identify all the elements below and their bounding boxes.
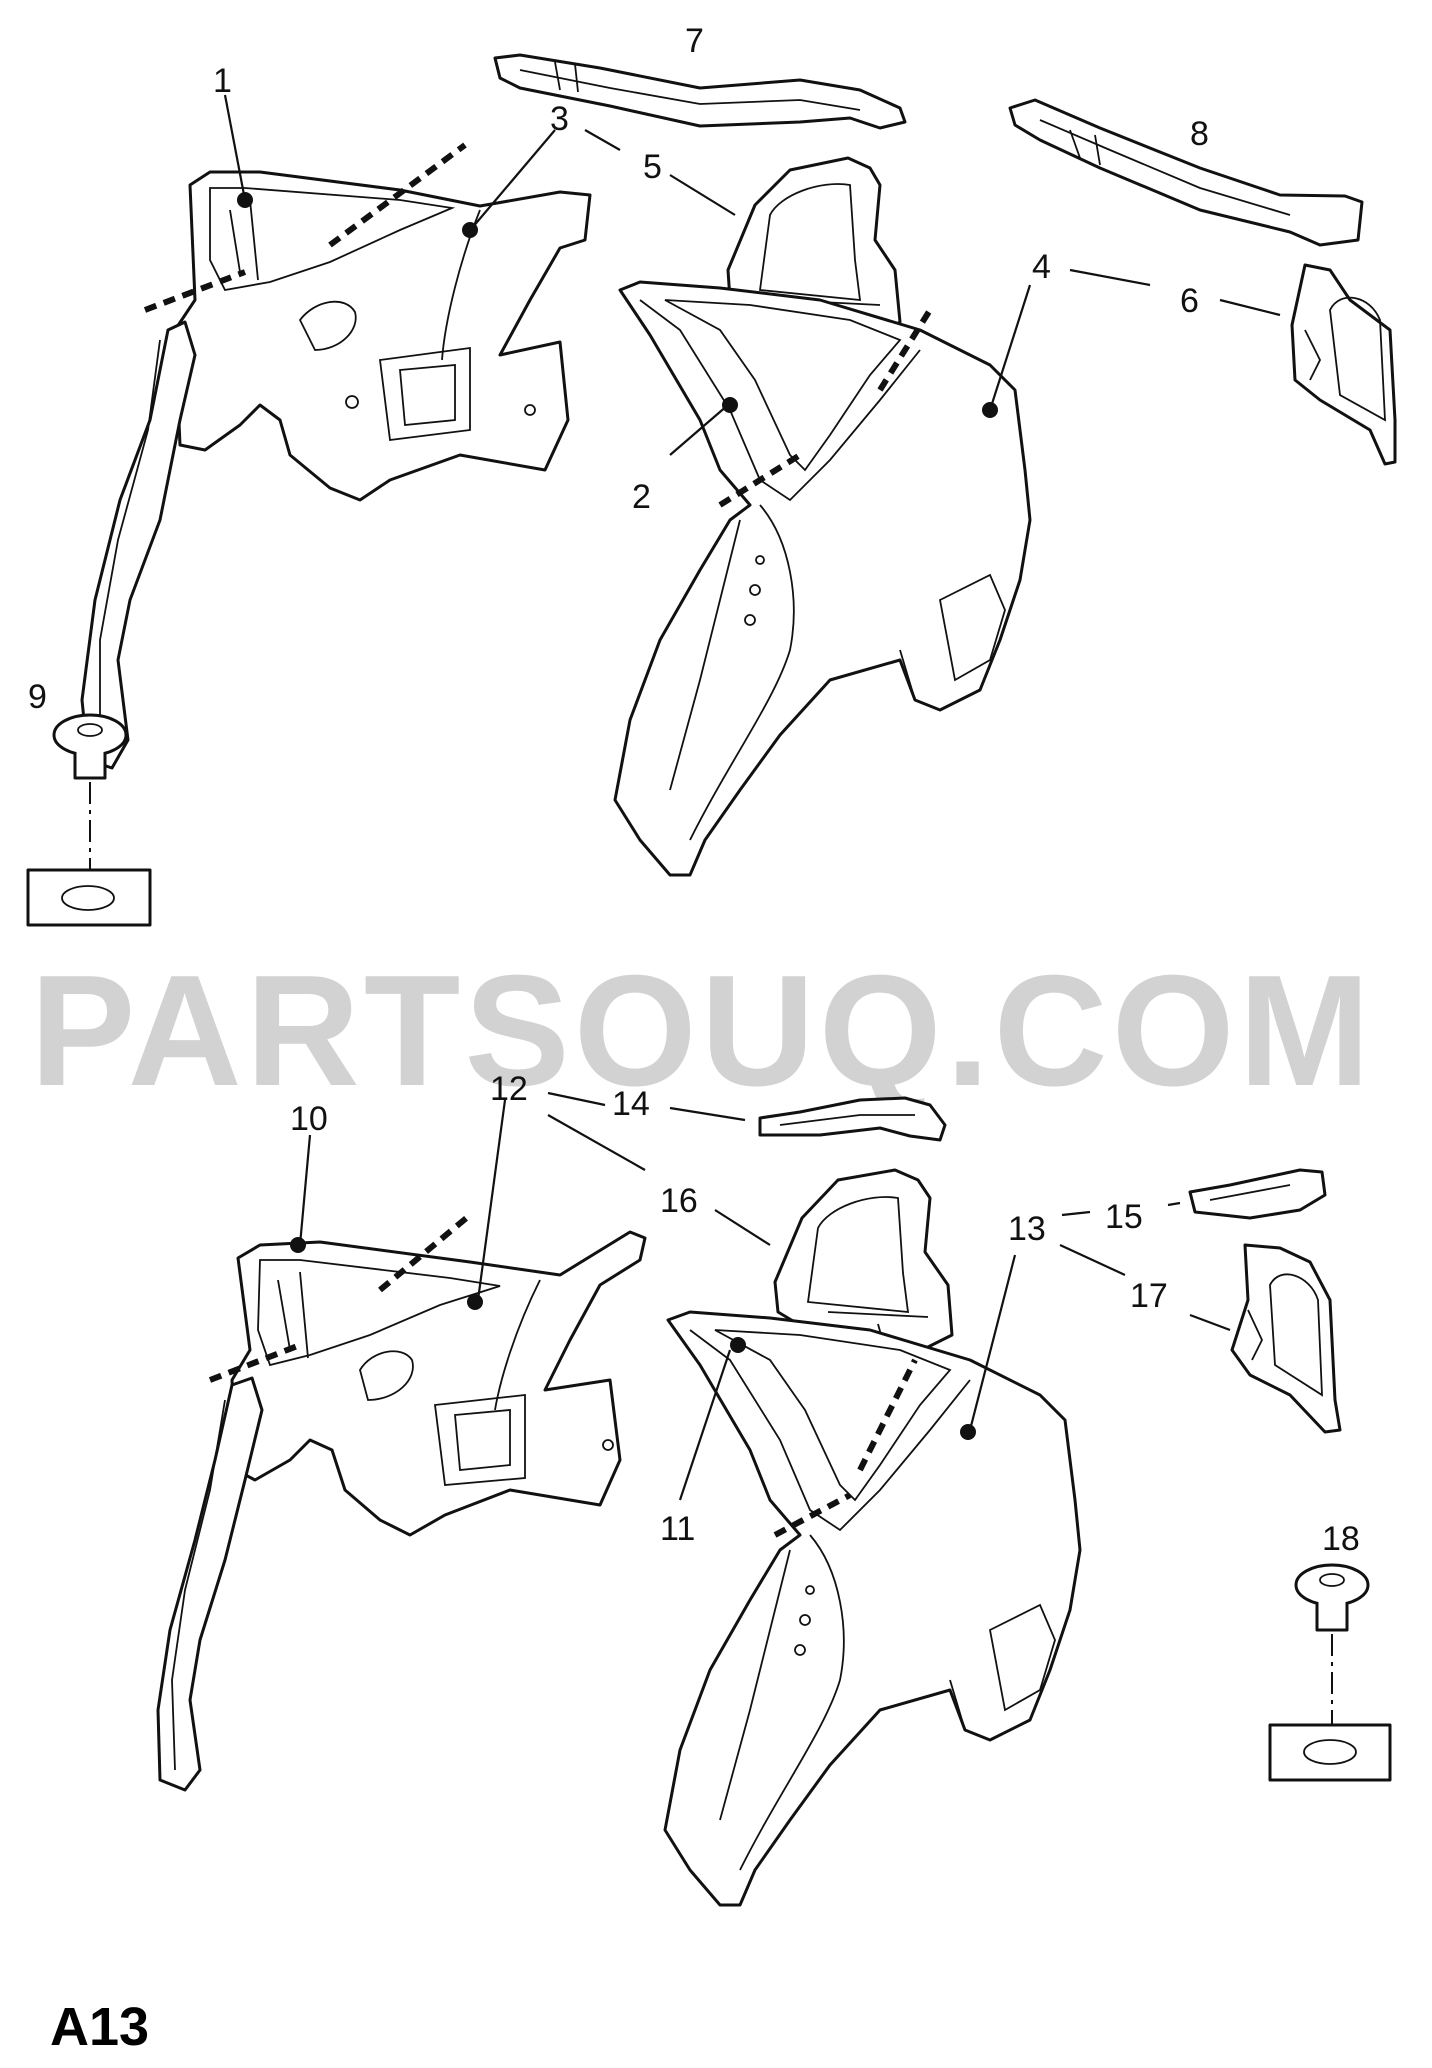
callout-5: 5 (643, 148, 662, 186)
part-11-13-outer-panel (663, 1310, 1082, 1907)
callout-7: 7 (685, 22, 704, 60)
callout-18: 18 (1322, 1520, 1360, 1558)
callout-8: 8 (1190, 115, 1209, 153)
callout-12: 12 (490, 1070, 528, 1108)
callout-4: 4 (1032, 248, 1051, 286)
part-15-rail (1188, 1168, 1327, 1220)
callout-10: 10 (290, 1100, 328, 1138)
part-7-rail (493, 53, 907, 130)
part-8-rail (1008, 98, 1364, 247)
callout-9: 9 (28, 678, 47, 716)
callout-3: 3 (550, 100, 569, 138)
part-left-pillar (80, 320, 197, 770)
callout-13: 13 (1008, 1210, 1046, 1248)
part-17-bracket (1230, 1243, 1342, 1434)
callout-17: 17 (1130, 1277, 1168, 1315)
callout-6: 6 (1180, 282, 1199, 320)
callout-1: 1 (213, 62, 232, 100)
part-lower-left-pillar (156, 1376, 264, 1792)
bottom-leader-lines (298, 1091, 1231, 1501)
part-6-bracket (1290, 263, 1397, 466)
callout-16: 16 (660, 1182, 698, 1220)
callout-11: 11 (660, 1510, 695, 1548)
part-14-rail (758, 1096, 947, 1142)
part-10-12-inner-panel (208, 1212, 647, 1537)
part-18-clip (1268, 1563, 1392, 1782)
page-label: A13 (50, 1997, 149, 2057)
callout-2: 2 (632, 478, 651, 516)
part-2-4-outer-panel (613, 280, 1032, 877)
watermark-text: PARTSOUQ.COM (30, 943, 1374, 1119)
top-leader-lines (223, 94, 1281, 456)
callout-15: 15 (1105, 1198, 1143, 1236)
part-9-clip (26, 713, 152, 927)
part-1-3-inner-panel (143, 142, 592, 502)
callout-14: 14 (612, 1085, 650, 1123)
